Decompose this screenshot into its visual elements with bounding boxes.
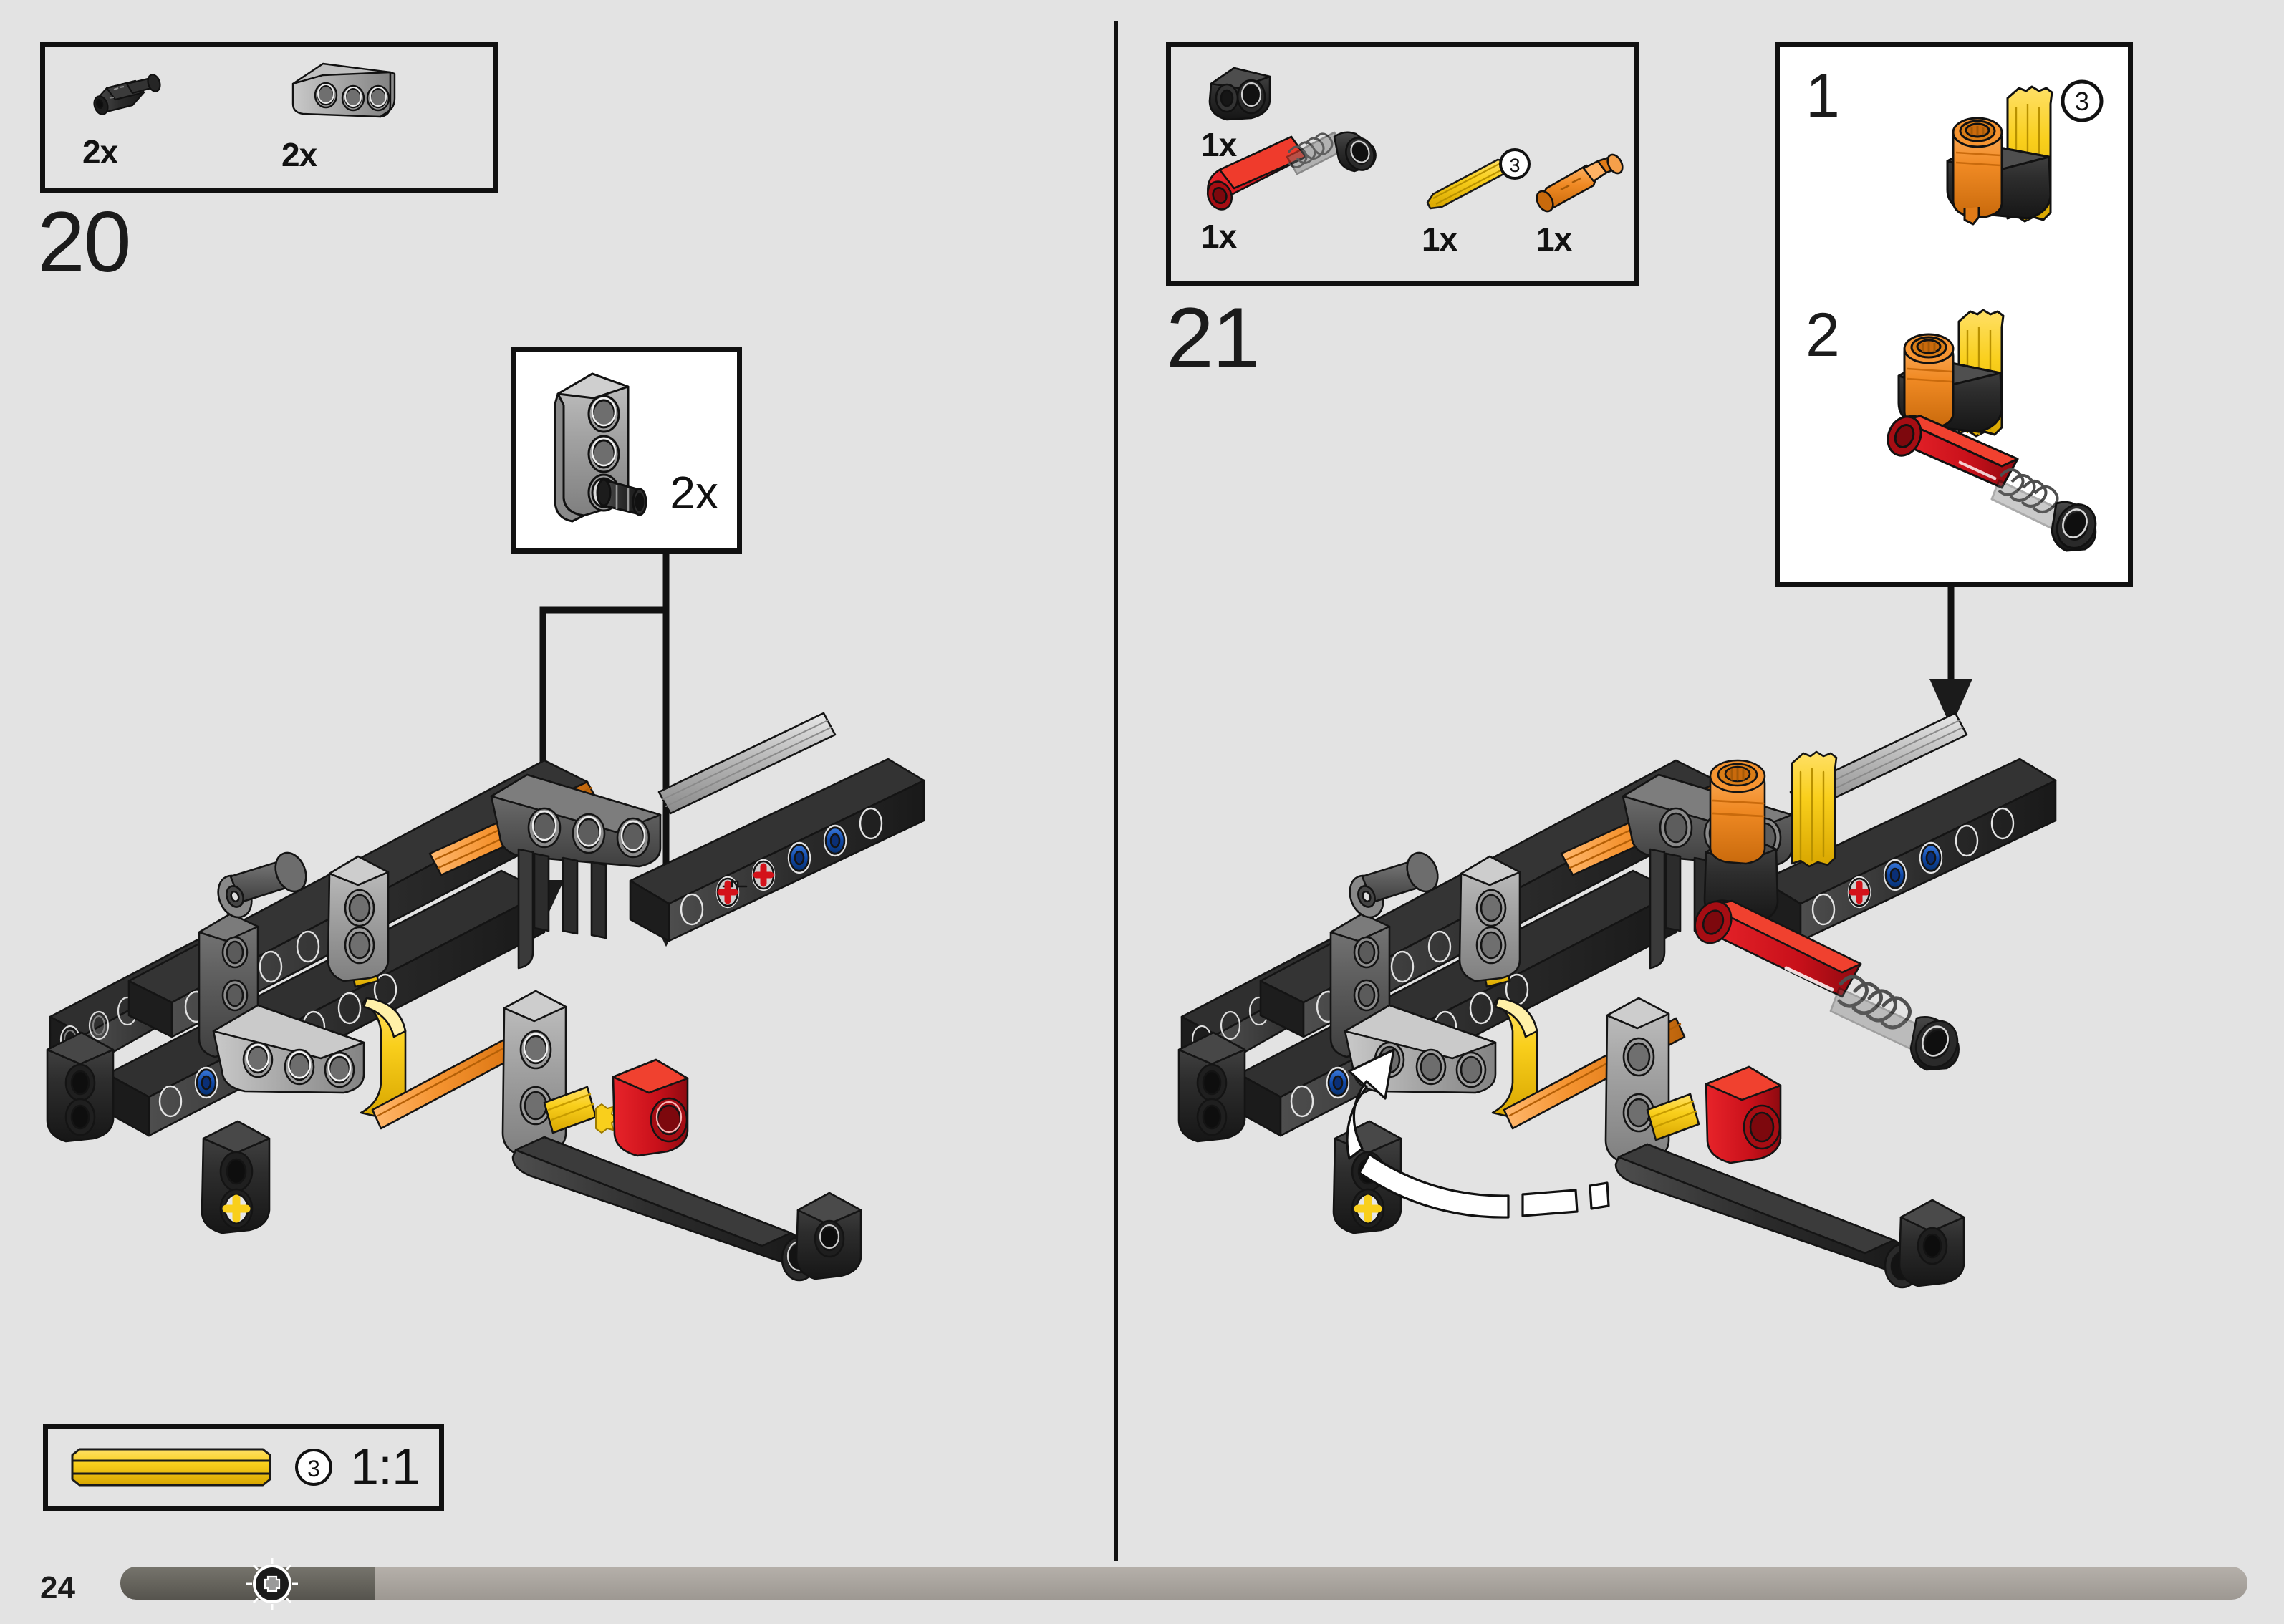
scale-ruler-badge-text: 3 — [307, 1456, 320, 1482]
scale-ruler-yellow-axle-icon — [71, 1448, 271, 1487]
black-axle-pin-connector-icon — [93, 74, 161, 115]
step-20-parts-box: 2x — [40, 42, 498, 193]
light-gray-liftarm-3-icon — [291, 62, 396, 118]
page-number: 24 — [40, 1570, 75, 1605]
step-20-number: 20 — [37, 194, 131, 290]
part-qty-label: 1x — [1201, 126, 1237, 163]
part-qty-label: 1x — [1422, 221, 1457, 258]
substep-2-number: 2 — [1806, 301, 1840, 369]
installed-shock-absorber-assembly — [1694, 750, 1960, 1071]
scale-ruler-label: 1:1 — [350, 1439, 420, 1496]
yellow-axle-3-icon: 3 — [1426, 148, 1531, 210]
part-item-yellow-axle-3: 3 1x — [1422, 148, 1536, 256]
part-qty-label: 2x — [281, 136, 317, 173]
step-20-callout-box: 2x — [511, 347, 742, 554]
rotation-arrow-white — [1346, 1048, 1610, 1219]
step-20-model-illustration — [46, 712, 925, 1282]
step-21-parts-box: 1x — [1166, 42, 1639, 286]
yellow-axle-badge-text: 3 — [1509, 155, 1520, 176]
progress-bar-track[interactable] — [120, 1567, 2247, 1600]
step-21-callout-arrow — [1929, 587, 1972, 728]
step-21-model-illustration — [1177, 712, 2057, 1289]
substep-1-badge-text: 3 — [2075, 87, 2089, 116]
gray-liftarm-with-black-pin-icon — [554, 372, 647, 523]
orange-axle-pin-icon — [1536, 153, 1624, 213]
part-item-black-axle-pin-connector: 2x — [82, 57, 183, 168]
step-21-number: 21 — [1166, 290, 1260, 386]
part-item-orange-axle-pin: 1x — [1536, 148, 1629, 256]
red-cross-pin-group — [716, 860, 775, 907]
scale-ruler-box: 3 1:1 — [43, 1424, 444, 1511]
part-qty-label: 2x — [82, 133, 118, 170]
step-21-subassembly-panel: 1 3 — [1775, 42, 2133, 587]
black-pin-connector-round-icon — [1208, 67, 1271, 121]
substep-1-number: 1 — [1806, 62, 1840, 130]
progress-gear-cross-marker-icon[interactable] — [244, 1555, 301, 1613]
substep-2-illustration — [1887, 309, 2097, 552]
substep-1-illustration: 3 — [1946, 79, 2104, 226]
page-divider — [1114, 21, 1118, 1561]
red-shock-absorber-icon — [1206, 131, 1377, 211]
callout-qty-label: 2x — [670, 467, 718, 518]
scale-ruler-badge-icon: 3 — [295, 1449, 332, 1486]
part-item-light-gray-liftarm-3: 2x — [281, 51, 410, 171]
part-item-black-pin-connector-round: 1x — [1201, 59, 1287, 161]
part-item-red-shock-absorber: 1x — [1201, 127, 1394, 253]
part-qty-label: 1x — [1201, 218, 1237, 255]
part-qty-label: 1x — [1536, 221, 1572, 258]
